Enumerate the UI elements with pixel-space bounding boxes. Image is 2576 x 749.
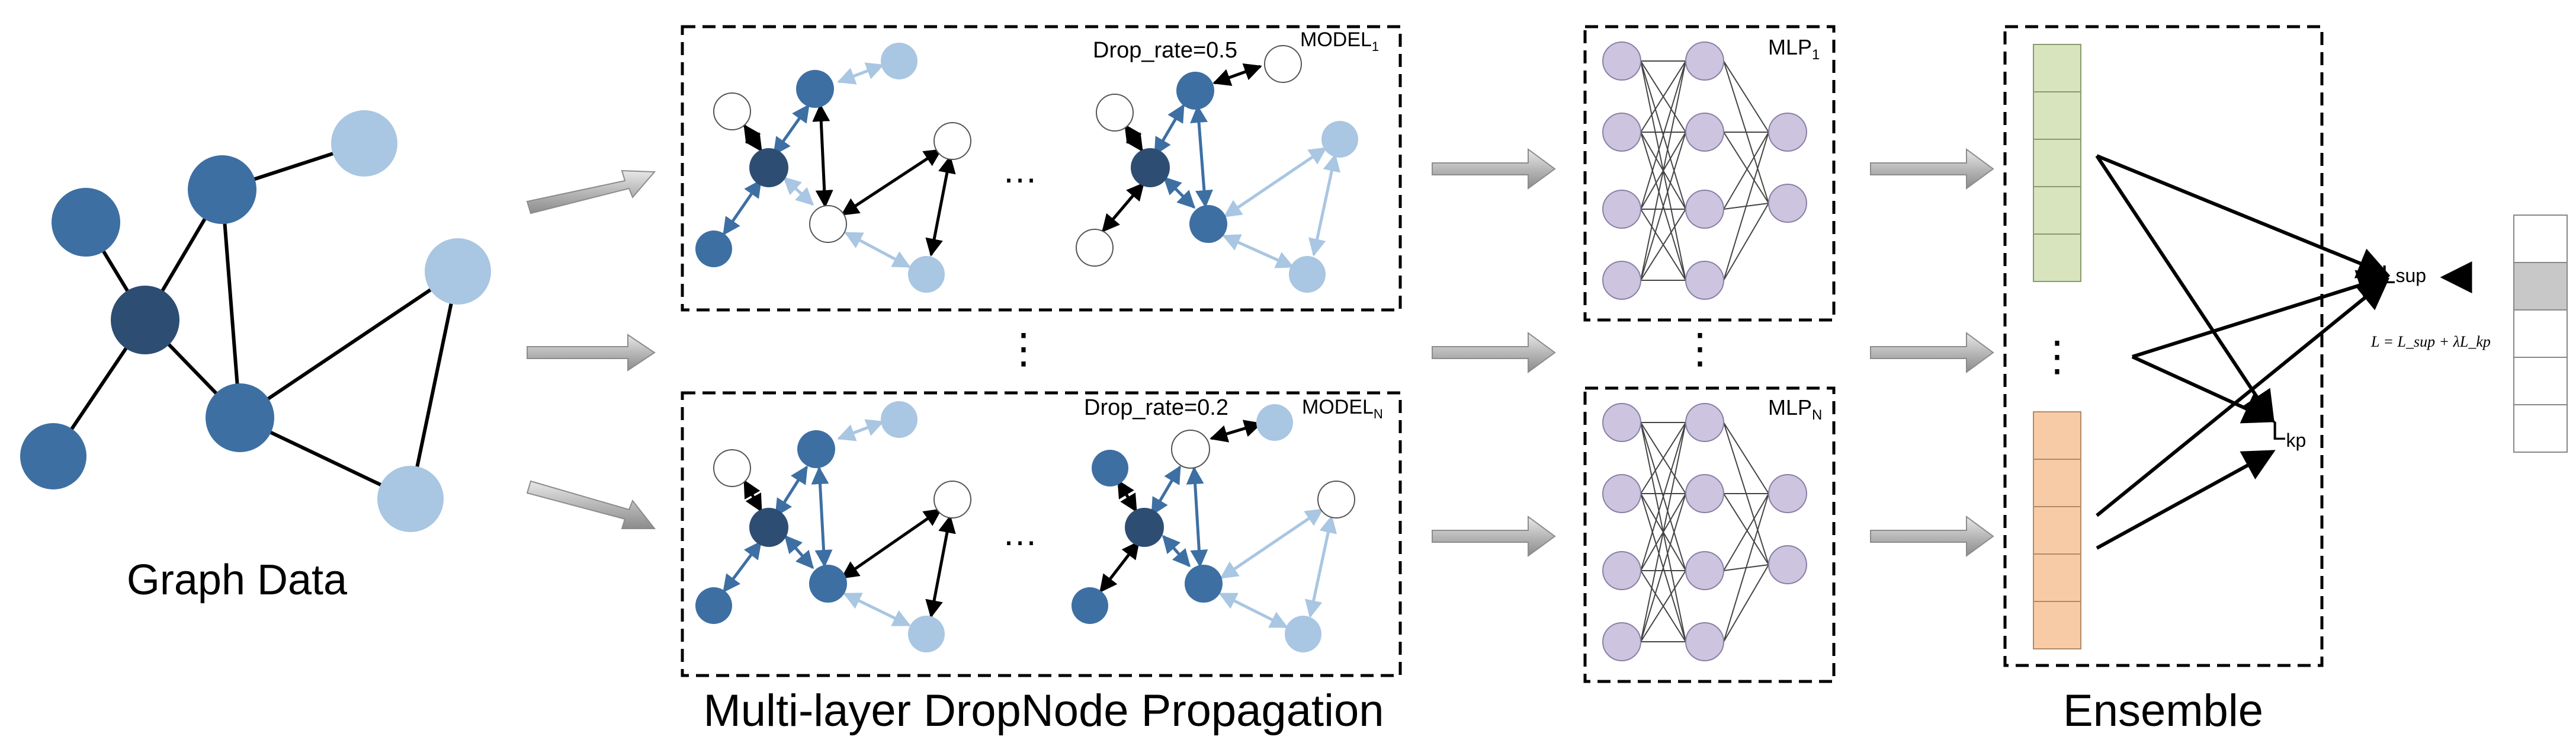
mlp-box-top xyxy=(1583,25,1836,322)
drop-rate-top: Drop_rate=0.5 xyxy=(1093,38,1237,63)
graph-nodes xyxy=(20,110,491,532)
mlp-connection xyxy=(1723,203,1769,281)
mlp-connection xyxy=(1640,570,1686,642)
label-vector xyxy=(2513,215,2568,453)
mlp-connection xyxy=(1640,493,1686,642)
mlp-neuron xyxy=(1685,474,1724,513)
graph-node xyxy=(111,286,179,354)
mlp-connection xyxy=(1640,60,1686,210)
graph-node xyxy=(331,110,397,177)
model-box-top xyxy=(681,25,1402,312)
mlp-connection xyxy=(1723,493,1769,571)
mlp-neuron xyxy=(1768,474,1807,513)
mlp-label-top: MLP1 xyxy=(1768,35,1820,63)
mini-graph-model1-b xyxy=(1076,45,1358,293)
mlp-connection xyxy=(1640,60,1686,281)
ensemble-vector-orange xyxy=(2033,411,2081,649)
mlp-neuron xyxy=(1685,190,1724,229)
mlp-box-bottom xyxy=(1583,386,1836,683)
mini-graph-modeln-a xyxy=(695,401,971,652)
mlp-connection xyxy=(1640,422,1686,494)
gray-arrow xyxy=(1432,516,1556,557)
loss-arrows xyxy=(2095,154,2472,550)
mlp-network-top xyxy=(1602,41,1807,300)
mlp-neuron xyxy=(1602,551,1641,590)
ensemble-box xyxy=(2003,25,2324,667)
model-label-top: MODEL1 xyxy=(1300,28,1379,54)
mlp-neuron xyxy=(1768,184,1807,223)
gray-arrows-to-ensemble xyxy=(1870,148,1994,557)
mlp-connection xyxy=(1640,60,1686,133)
mlp-neuron xyxy=(1768,113,1807,152)
mlp-connection xyxy=(1640,132,1686,281)
mlp-connection xyxy=(1640,209,1686,281)
mlp-neuron xyxy=(1685,622,1724,661)
gray-arrows-to-mlps xyxy=(1432,148,1556,557)
mlp-neuron xyxy=(1685,551,1724,590)
model-box-bottom xyxy=(681,391,1402,677)
mlp-connection xyxy=(1723,132,1769,204)
mlp-neuron xyxy=(1685,113,1724,152)
gray-arrow xyxy=(1432,332,1556,373)
mlp-connection xyxy=(1723,564,1769,642)
mlp-neuron xyxy=(1685,41,1724,81)
drop-rate-bottom: Drop_rate=0.2 xyxy=(1084,395,1228,420)
ensemble-panel: ⋮ Ensemble xyxy=(2003,25,2324,736)
loss-formula: L = L_sup + λL_kp xyxy=(2370,333,2491,350)
ellipsis-bottom: … xyxy=(1002,513,1038,553)
ellipsis-top: … xyxy=(1002,151,1038,190)
gray-arrow xyxy=(526,480,656,529)
mlp-neuron xyxy=(1602,403,1641,442)
mlp-connection xyxy=(1723,132,1769,210)
model-label-bottom: MODELN xyxy=(1302,396,1383,421)
mlp-connection xyxy=(1723,493,1769,565)
gray-arrow xyxy=(1870,332,1994,373)
gray-arrow xyxy=(1870,148,1994,190)
graph-node xyxy=(425,238,491,305)
loss-sup-label: Lsup xyxy=(2381,260,2426,289)
ellipsis-mlps: ⋮ xyxy=(1679,325,1721,372)
graph-node xyxy=(188,155,256,224)
gray-arrows-to-models xyxy=(526,169,656,529)
mlp-connection xyxy=(1723,132,1769,281)
mlp-label-bottom: MLPN xyxy=(1768,395,1822,423)
mlp-network-bottom xyxy=(1602,403,1807,661)
mlp-connection xyxy=(1723,493,1769,642)
ellipsis-models: ⋮ xyxy=(1003,325,1044,372)
mlp-neuron xyxy=(1602,622,1641,661)
graph-node xyxy=(377,466,444,532)
mlp-neuron xyxy=(1685,261,1724,300)
mlp-neuron xyxy=(1768,545,1807,584)
mlp-panel: MLP1 MLPN ⋮ xyxy=(1583,25,1836,683)
ellipsis-ensemble: ⋮ xyxy=(2036,333,2078,379)
mlp-neuron xyxy=(1602,113,1641,152)
mlp-connection xyxy=(1723,422,1769,494)
gray-arrow xyxy=(1870,516,1994,557)
mlp-connection xyxy=(1723,60,1769,133)
gray-arrow xyxy=(526,169,656,215)
mlp-neuron xyxy=(1602,261,1641,300)
gray-arrow xyxy=(527,334,656,372)
mlp-connection xyxy=(1640,422,1686,642)
graph-node xyxy=(52,188,120,257)
mlp-neuron xyxy=(1602,41,1641,81)
mini-graph-modeln-b xyxy=(1072,404,1355,652)
loss-kp-label: Lkp xyxy=(2272,417,2306,451)
mlp-neuron xyxy=(1602,190,1641,229)
ensemble-vector-green xyxy=(2033,44,2081,282)
dropnode-propagation-panel: Drop_rate=0.5 MODEL1 Drop_rate=0.2 MODEL… xyxy=(681,25,1402,736)
mlp-neuron xyxy=(1602,474,1641,513)
mlp-neuron xyxy=(1685,403,1724,442)
graph-data-panel: Graph Data xyxy=(20,110,491,604)
mini-graph-model1-a xyxy=(695,43,971,293)
gray-arrow xyxy=(1432,148,1556,190)
graph-node xyxy=(20,423,86,489)
graph-data-label: Graph Data xyxy=(127,556,348,604)
ensemble-label: Ensemble xyxy=(2063,686,2263,736)
mlp-connection xyxy=(1640,422,1686,571)
propagation-label: Multi-layer DropNode Propagation xyxy=(703,686,1384,736)
graph-node xyxy=(206,383,274,452)
